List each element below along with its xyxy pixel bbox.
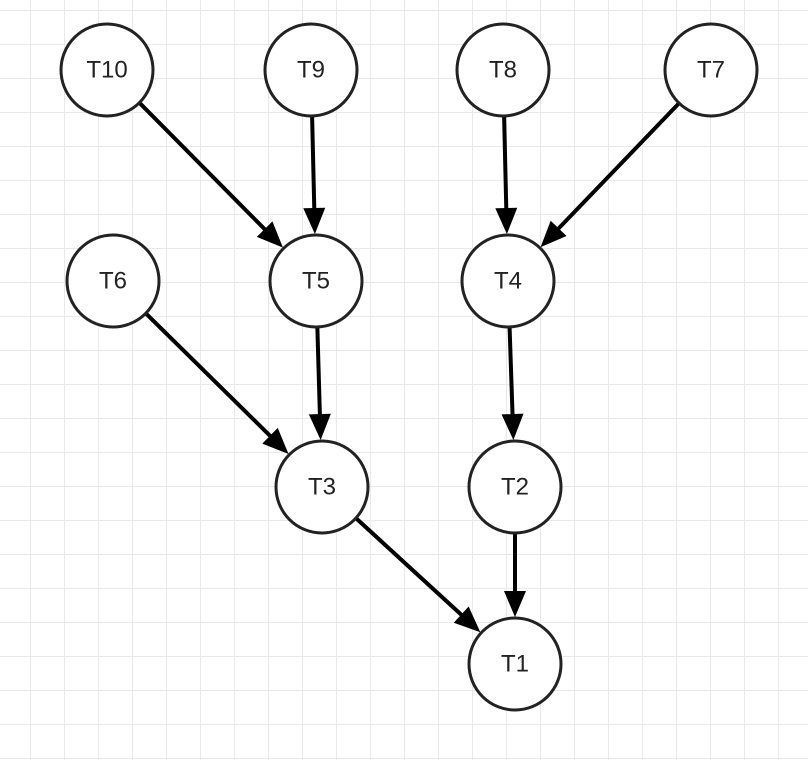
node-circle (663, 22, 759, 118)
node-circle (65, 233, 161, 329)
edge-line (143, 311, 274, 440)
edge-t3-to-t1 (353, 516, 481, 633)
edge-t2-to-t1 (504, 531, 526, 617)
node-label: T2 (501, 473, 529, 500)
arrowhead (303, 207, 326, 235)
node-t2[interactable]: T2 (467, 439, 563, 535)
edge-t7-to-t4 (540, 101, 682, 248)
node-circle (467, 616, 563, 712)
node-t10[interactable]: T10 (59, 22, 155, 118)
node-circle (467, 439, 563, 535)
node-circle (268, 233, 364, 329)
edge-t5-to-t3 (308, 324, 331, 441)
node-label: T10 (86, 56, 127, 83)
edge-t10-to-t5 (137, 100, 283, 248)
edge-line (555, 101, 682, 232)
arrowhead (501, 413, 524, 441)
node-circle (274, 439, 370, 535)
node-label: T6 (99, 267, 127, 294)
arrowhead (453, 606, 481, 633)
node-t7[interactable]: T7 (663, 22, 759, 118)
node-t6[interactable]: T6 (65, 233, 161, 329)
node-circle (460, 233, 556, 329)
arrowhead (262, 427, 289, 455)
arrowhead (540, 220, 567, 248)
node-t8[interactable]: T8 (455, 22, 551, 118)
node-circle (59, 22, 155, 118)
edge-line (137, 100, 269, 233)
node-label: T7 (697, 56, 725, 83)
edge-t8-to-t4 (495, 113, 518, 235)
node-label: T1 (501, 650, 529, 677)
edge-line (502, 113, 509, 213)
node-label: T5 (302, 267, 330, 294)
node-label: T9 (297, 56, 325, 83)
edge-line (507, 324, 515, 419)
node-t3[interactable]: T3 (274, 439, 370, 535)
arrowhead (495, 207, 518, 235)
node-t9[interactable]: T9 (263, 22, 359, 118)
edge-t9-to-t5 (303, 113, 326, 235)
node-circle (263, 22, 359, 118)
arrowhead (256, 221, 283, 248)
edge-line (315, 324, 322, 419)
edge-t6-to-t3 (143, 311, 289, 455)
node-t4[interactable]: T4 (460, 233, 556, 329)
edge-line (310, 113, 317, 213)
edge-line (353, 516, 465, 619)
edges-layer (137, 100, 682, 633)
node-t1[interactable]: T1 (467, 616, 563, 712)
node-label: T8 (489, 56, 517, 83)
node-label: T4 (494, 267, 522, 294)
edge-t4-to-t2 (501, 324, 524, 441)
node-circle (455, 22, 551, 118)
node-t5[interactable]: T5 (268, 233, 364, 329)
arrowhead (308, 413, 331, 441)
arrowhead (504, 591, 526, 617)
node-label: T3 (308, 473, 336, 500)
